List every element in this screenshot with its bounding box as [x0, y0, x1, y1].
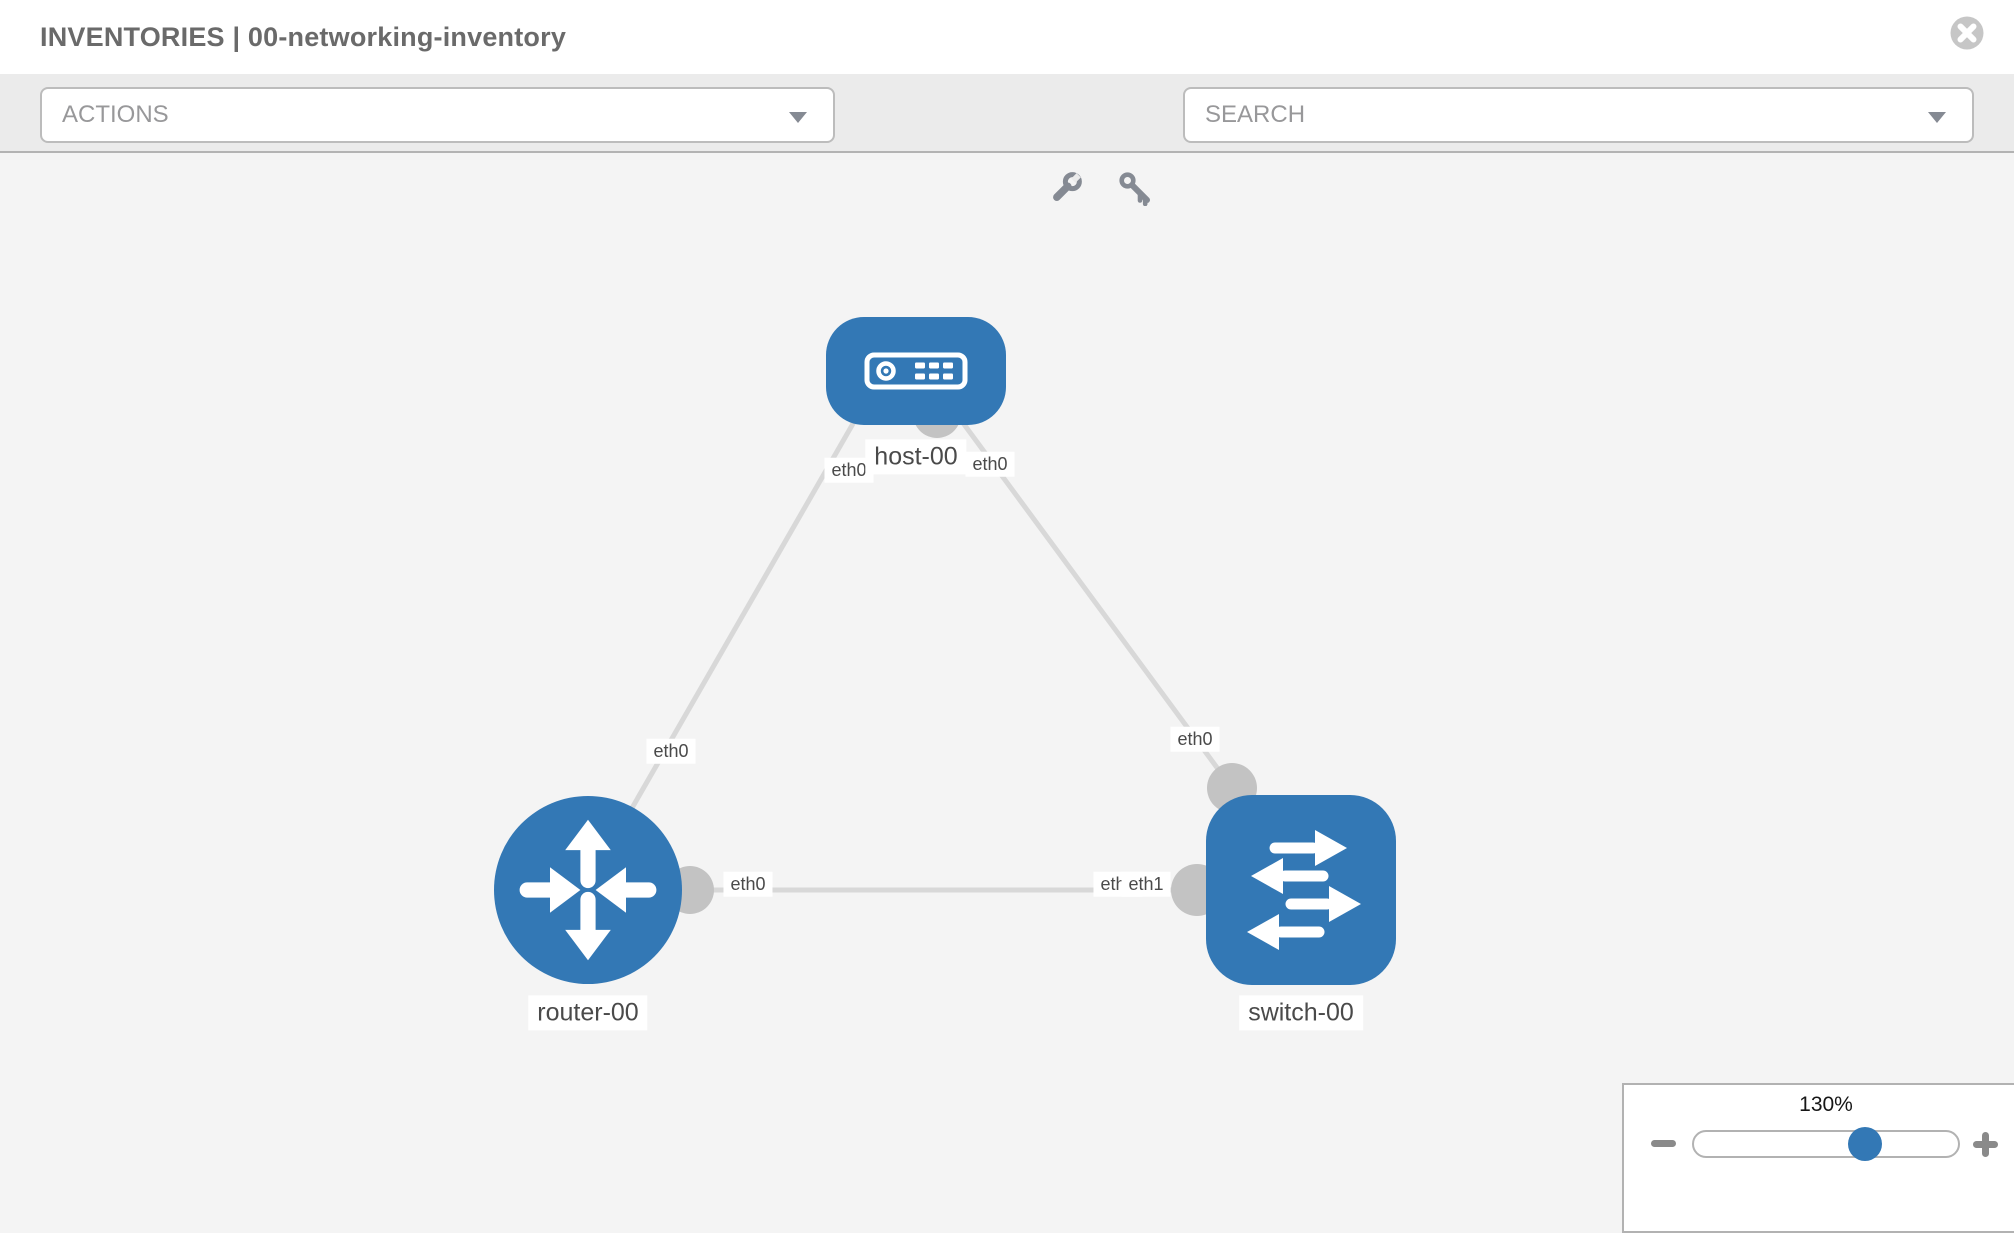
zoom-slider-thumb[interactable]: [1848, 1127, 1882, 1161]
zoom-level-label: 130%: [1799, 1093, 1853, 1116]
zoom-slider-track[interactable]: [1692, 1127, 1960, 1161]
zoom-panel: 130%: [1622, 1083, 2014, 1233]
wrench-button[interactable]: [1048, 170, 1084, 206]
page-title: INVENTORIES | 00-networking-inventory: [40, 22, 567, 52]
interface-label: eth0: [646, 738, 696, 764]
toolbar: [0, 74, 2014, 207]
wrench-icon: [1053, 172, 1082, 201]
topology-canvas[interactable]: [0, 153, 2014, 1200]
chevron-down-icon[interactable]: [1928, 112, 1946, 123]
close-button[interactable]: [1948, 14, 1986, 52]
interface-label: eth0: [965, 451, 1015, 477]
interface-label: eth0: [723, 871, 773, 897]
zoom-in-button[interactable]: [1973, 1132, 1998, 1157]
node-switch-00[interactable]: [1206, 795, 1396, 985]
node-router-00[interactable]: [494, 796, 682, 984]
search-input[interactable]: [1185, 89, 1972, 141]
switch-arrows-icon: [1247, 830, 1361, 950]
node-label-switch: switch-00: [1239, 995, 1363, 1031]
router-arrows-icon: [519, 819, 657, 961]
node-label-host: host-00: [865, 439, 967, 475]
search-dropdown[interactable]: [1183, 87, 1974, 143]
zoom-out-button[interactable]: [1651, 1140, 1676, 1147]
chevron-down-icon[interactable]: [789, 112, 807, 123]
server-icon: [864, 352, 968, 390]
key-button[interactable]: [1117, 170, 1153, 207]
close-icon: [1950, 16, 1984, 50]
page-header: INVENTORIES | 00-networking-inventory: [0, 0, 2014, 74]
interface-label: eth0: [1170, 726, 1220, 752]
interface-label: eth1: [1121, 871, 1171, 897]
key-icon: [1119, 172, 1150, 207]
node-label-router: router-00: [528, 995, 648, 1031]
actions-input[interactable]: [42, 89, 833, 141]
actions-dropdown[interactable]: [40, 87, 835, 143]
node-host-00[interactable]: [826, 317, 1006, 425]
